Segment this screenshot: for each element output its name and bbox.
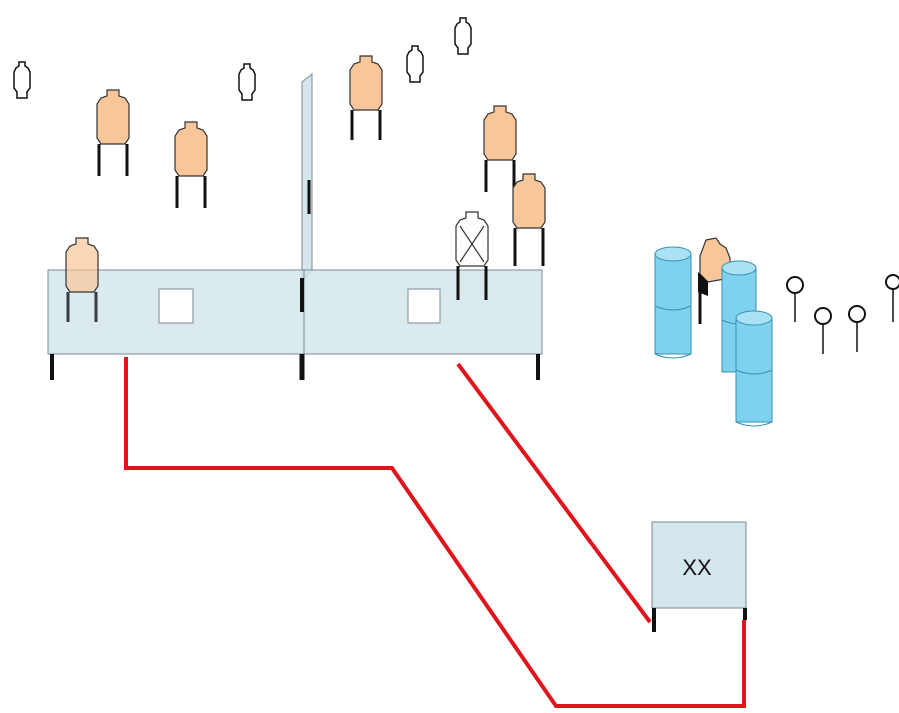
paper-target [483, 105, 517, 192]
shooter-path [124, 357, 746, 708]
port-window [158, 288, 194, 324]
steel-plate [885, 274, 899, 322]
barrel [654, 246, 692, 359]
port-window [407, 288, 441, 324]
paper-target [349, 55, 383, 140]
barricade-right [303, 269, 543, 380]
no-shoot-target [13, 61, 31, 99]
no-shoot-target [238, 63, 256, 101]
paper-target [174, 121, 208, 208]
barrel [735, 310, 773, 427]
no-shoot-target [406, 45, 424, 83]
paper-target [512, 173, 546, 266]
crossed-out-target [455, 211, 489, 300]
paper-target [65, 237, 99, 322]
paper-target [96, 89, 130, 176]
steel-plate [848, 305, 866, 352]
steel-plate [814, 307, 832, 354]
start-box: XX [651, 521, 747, 632]
no-shoot-target [454, 17, 472, 55]
center-wall [301, 72, 313, 284]
shooter-path [456, 362, 652, 624]
steel-plate [786, 276, 804, 322]
start-box-label: XX [682, 555, 712, 580]
